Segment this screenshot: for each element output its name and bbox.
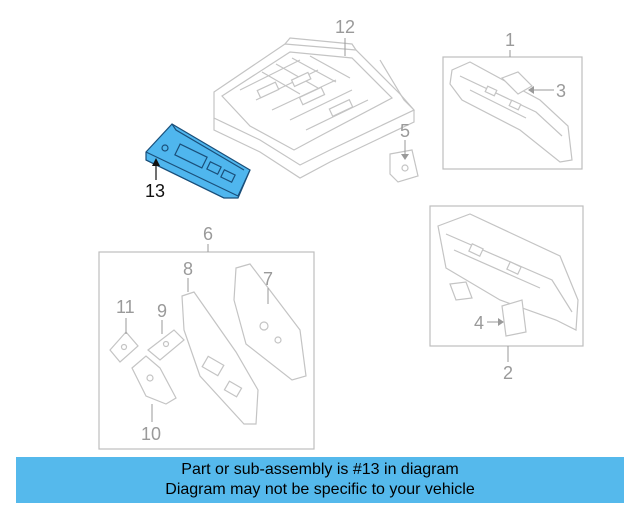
info-banner: Part or sub-assembly is #13 in diagram D… <box>16 457 624 503</box>
bracket-5 <box>389 149 419 183</box>
banner-line-disclaimer: Diagram may not be specific to your vehi… <box>165 481 475 498</box>
arrow-13 <box>152 158 160 166</box>
label-part-4: 4 <box>474 313 485 333</box>
part-11 <box>109 331 139 363</box>
group-box-6 <box>98 251 315 450</box>
label-part-5: 5 <box>400 121 411 141</box>
arrow-5 <box>401 154 409 160</box>
rear-floor-pan-12 <box>213 37 415 179</box>
label-part-9: 9 <box>157 301 168 321</box>
part-10 <box>131 355 177 405</box>
banner-line-part-number: Part or sub-assembly is #13 in diagram <box>181 461 459 478</box>
label-part-8: 8 <box>183 259 194 279</box>
part-9 <box>147 329 185 361</box>
label-part-1: 1 <box>505 30 516 50</box>
label-part-3: 3 <box>556 81 567 101</box>
part-7 <box>233 263 307 381</box>
label-part-10: 10 <box>141 424 162 444</box>
part-8 <box>181 291 259 425</box>
rear-panel-2 <box>437 213 579 337</box>
label-part-6: 6 <box>203 224 214 244</box>
label-part-12: 12 <box>335 17 356 37</box>
label-part-7: 7 <box>263 269 274 289</box>
label-part-2: 2 <box>503 363 514 383</box>
highlighted-part-13 <box>145 123 251 199</box>
group-box-1 <box>442 56 583 170</box>
group-box-2 <box>429 205 584 347</box>
arrow-3 <box>528 86 534 94</box>
label-part-11: 11 <box>116 297 135 317</box>
label-part-13: 13 <box>145 181 166 201</box>
arrow-4 <box>498 318 504 326</box>
bracket-3 <box>500 71 533 95</box>
